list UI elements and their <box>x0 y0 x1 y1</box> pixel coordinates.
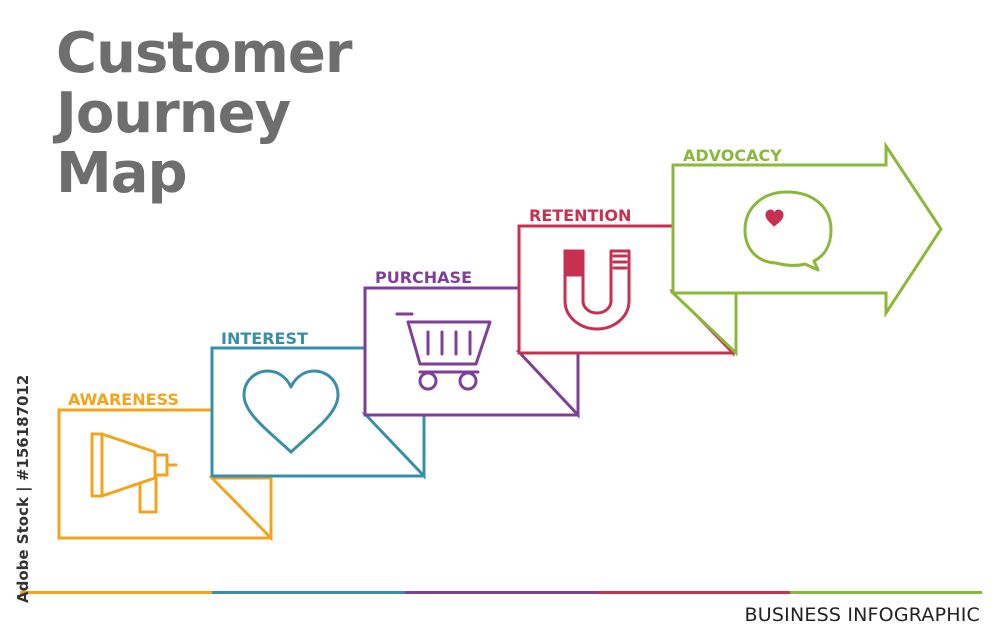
title-line-3: Map <box>56 141 188 206</box>
footer-color-bar <box>20 591 983 594</box>
speech-bubble-heart-icon <box>743 190 833 272</box>
magnet-icon <box>563 249 631 331</box>
footer-bar-segment-awareness <box>20 591 213 594</box>
awareness-label: AWARENESS <box>68 390 179 409</box>
footer-bar-segment-retention <box>597 591 790 594</box>
footer-bar-segment-interest <box>212 591 405 594</box>
megaphone-icon <box>90 432 178 514</box>
purchase-label: PURCHASE <box>375 268 472 287</box>
watermark-text: Adobe Stock | #156187012 <box>14 375 33 603</box>
advocacy-label: ADVOCACY <box>683 146 782 165</box>
title-line-2: Journey <box>56 81 291 146</box>
heart-icon <box>242 369 340 454</box>
awareness-fold <box>208 476 273 542</box>
footer-caption: BUSINESS INFOGRAPHIC <box>744 604 980 626</box>
advocacy-arrow <box>671 141 943 319</box>
footer-bar-segment-purchase <box>404 591 598 594</box>
shopping-cart-icon <box>395 312 492 391</box>
step-advocacy: ADVOCACY <box>669 141 943 357</box>
retention-label: RETENTION <box>529 206 631 225</box>
title-line-1: Customer <box>56 21 353 86</box>
stock-watermark: Adobe Stock | #156187012 <box>8 375 36 605</box>
interest-label: INTEREST <box>221 329 308 348</box>
footer-bar-segment-advocacy <box>789 591 983 594</box>
diagram-title: Customer Journey Map <box>56 24 416 204</box>
